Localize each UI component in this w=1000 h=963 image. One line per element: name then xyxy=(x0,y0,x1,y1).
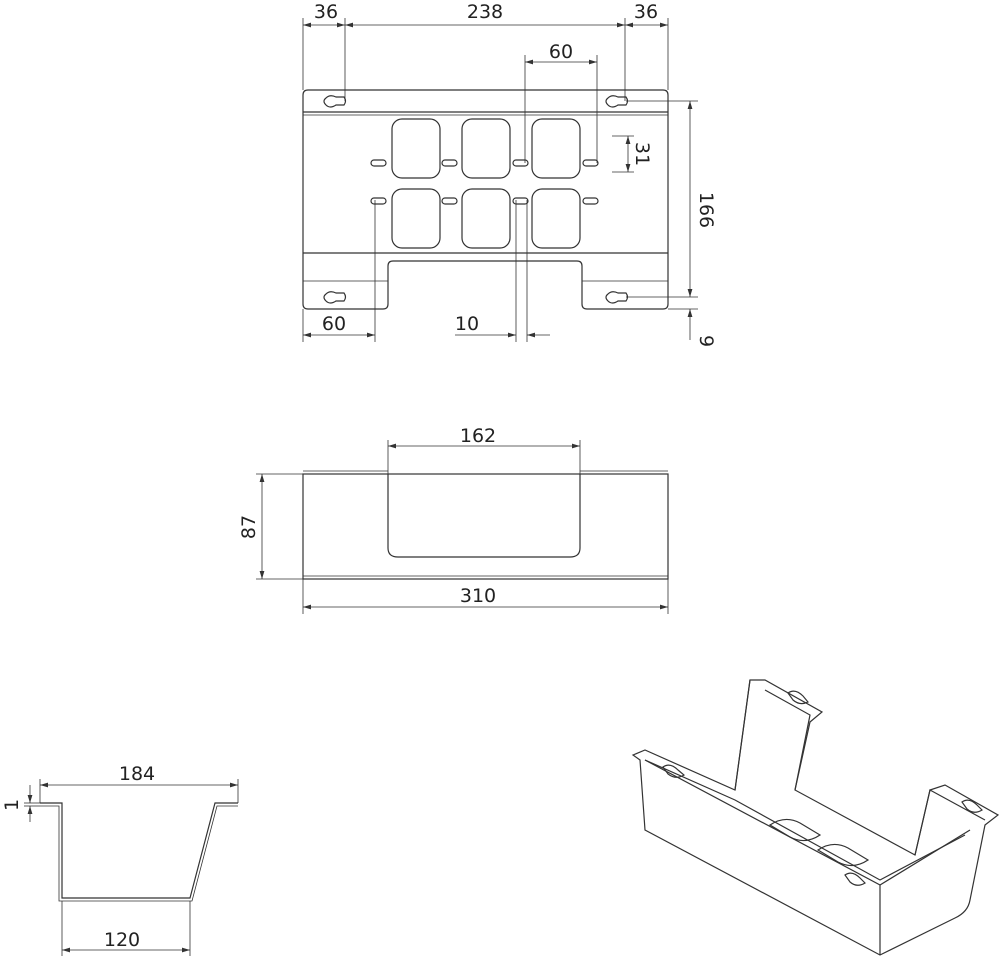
slots xyxy=(370,159,599,205)
dim-184: 184 xyxy=(119,763,155,785)
dim-36-right: 36 xyxy=(634,1,658,23)
cable-holes xyxy=(391,118,581,249)
dim-162: 162 xyxy=(460,425,496,447)
dim-87: 87 xyxy=(238,515,260,539)
keyholes xyxy=(323,95,629,304)
dim-36-left: 36 xyxy=(314,1,338,23)
dim-60-pitch: 60 xyxy=(549,41,573,63)
front-view: 162 87 310 xyxy=(238,425,669,614)
dim-1: 1 xyxy=(1,799,23,811)
dim-31: 31 xyxy=(631,142,653,166)
front-window xyxy=(387,474,581,558)
dim-9: 9 xyxy=(695,335,717,347)
plate-outline xyxy=(302,89,669,310)
dim-120: 120 xyxy=(104,929,140,951)
dim-10: 10 xyxy=(455,313,479,335)
isometric-view xyxy=(631,679,1000,956)
dim-60-slot: 60 xyxy=(322,313,346,335)
dim-166: 166 xyxy=(695,192,717,228)
dim-310: 310 xyxy=(460,585,496,607)
plan-view: 36 238 36 60 31 166 9 60 10 xyxy=(302,1,717,347)
section-view: 184 120 1 xyxy=(1,763,239,956)
dim-238: 238 xyxy=(467,1,503,23)
